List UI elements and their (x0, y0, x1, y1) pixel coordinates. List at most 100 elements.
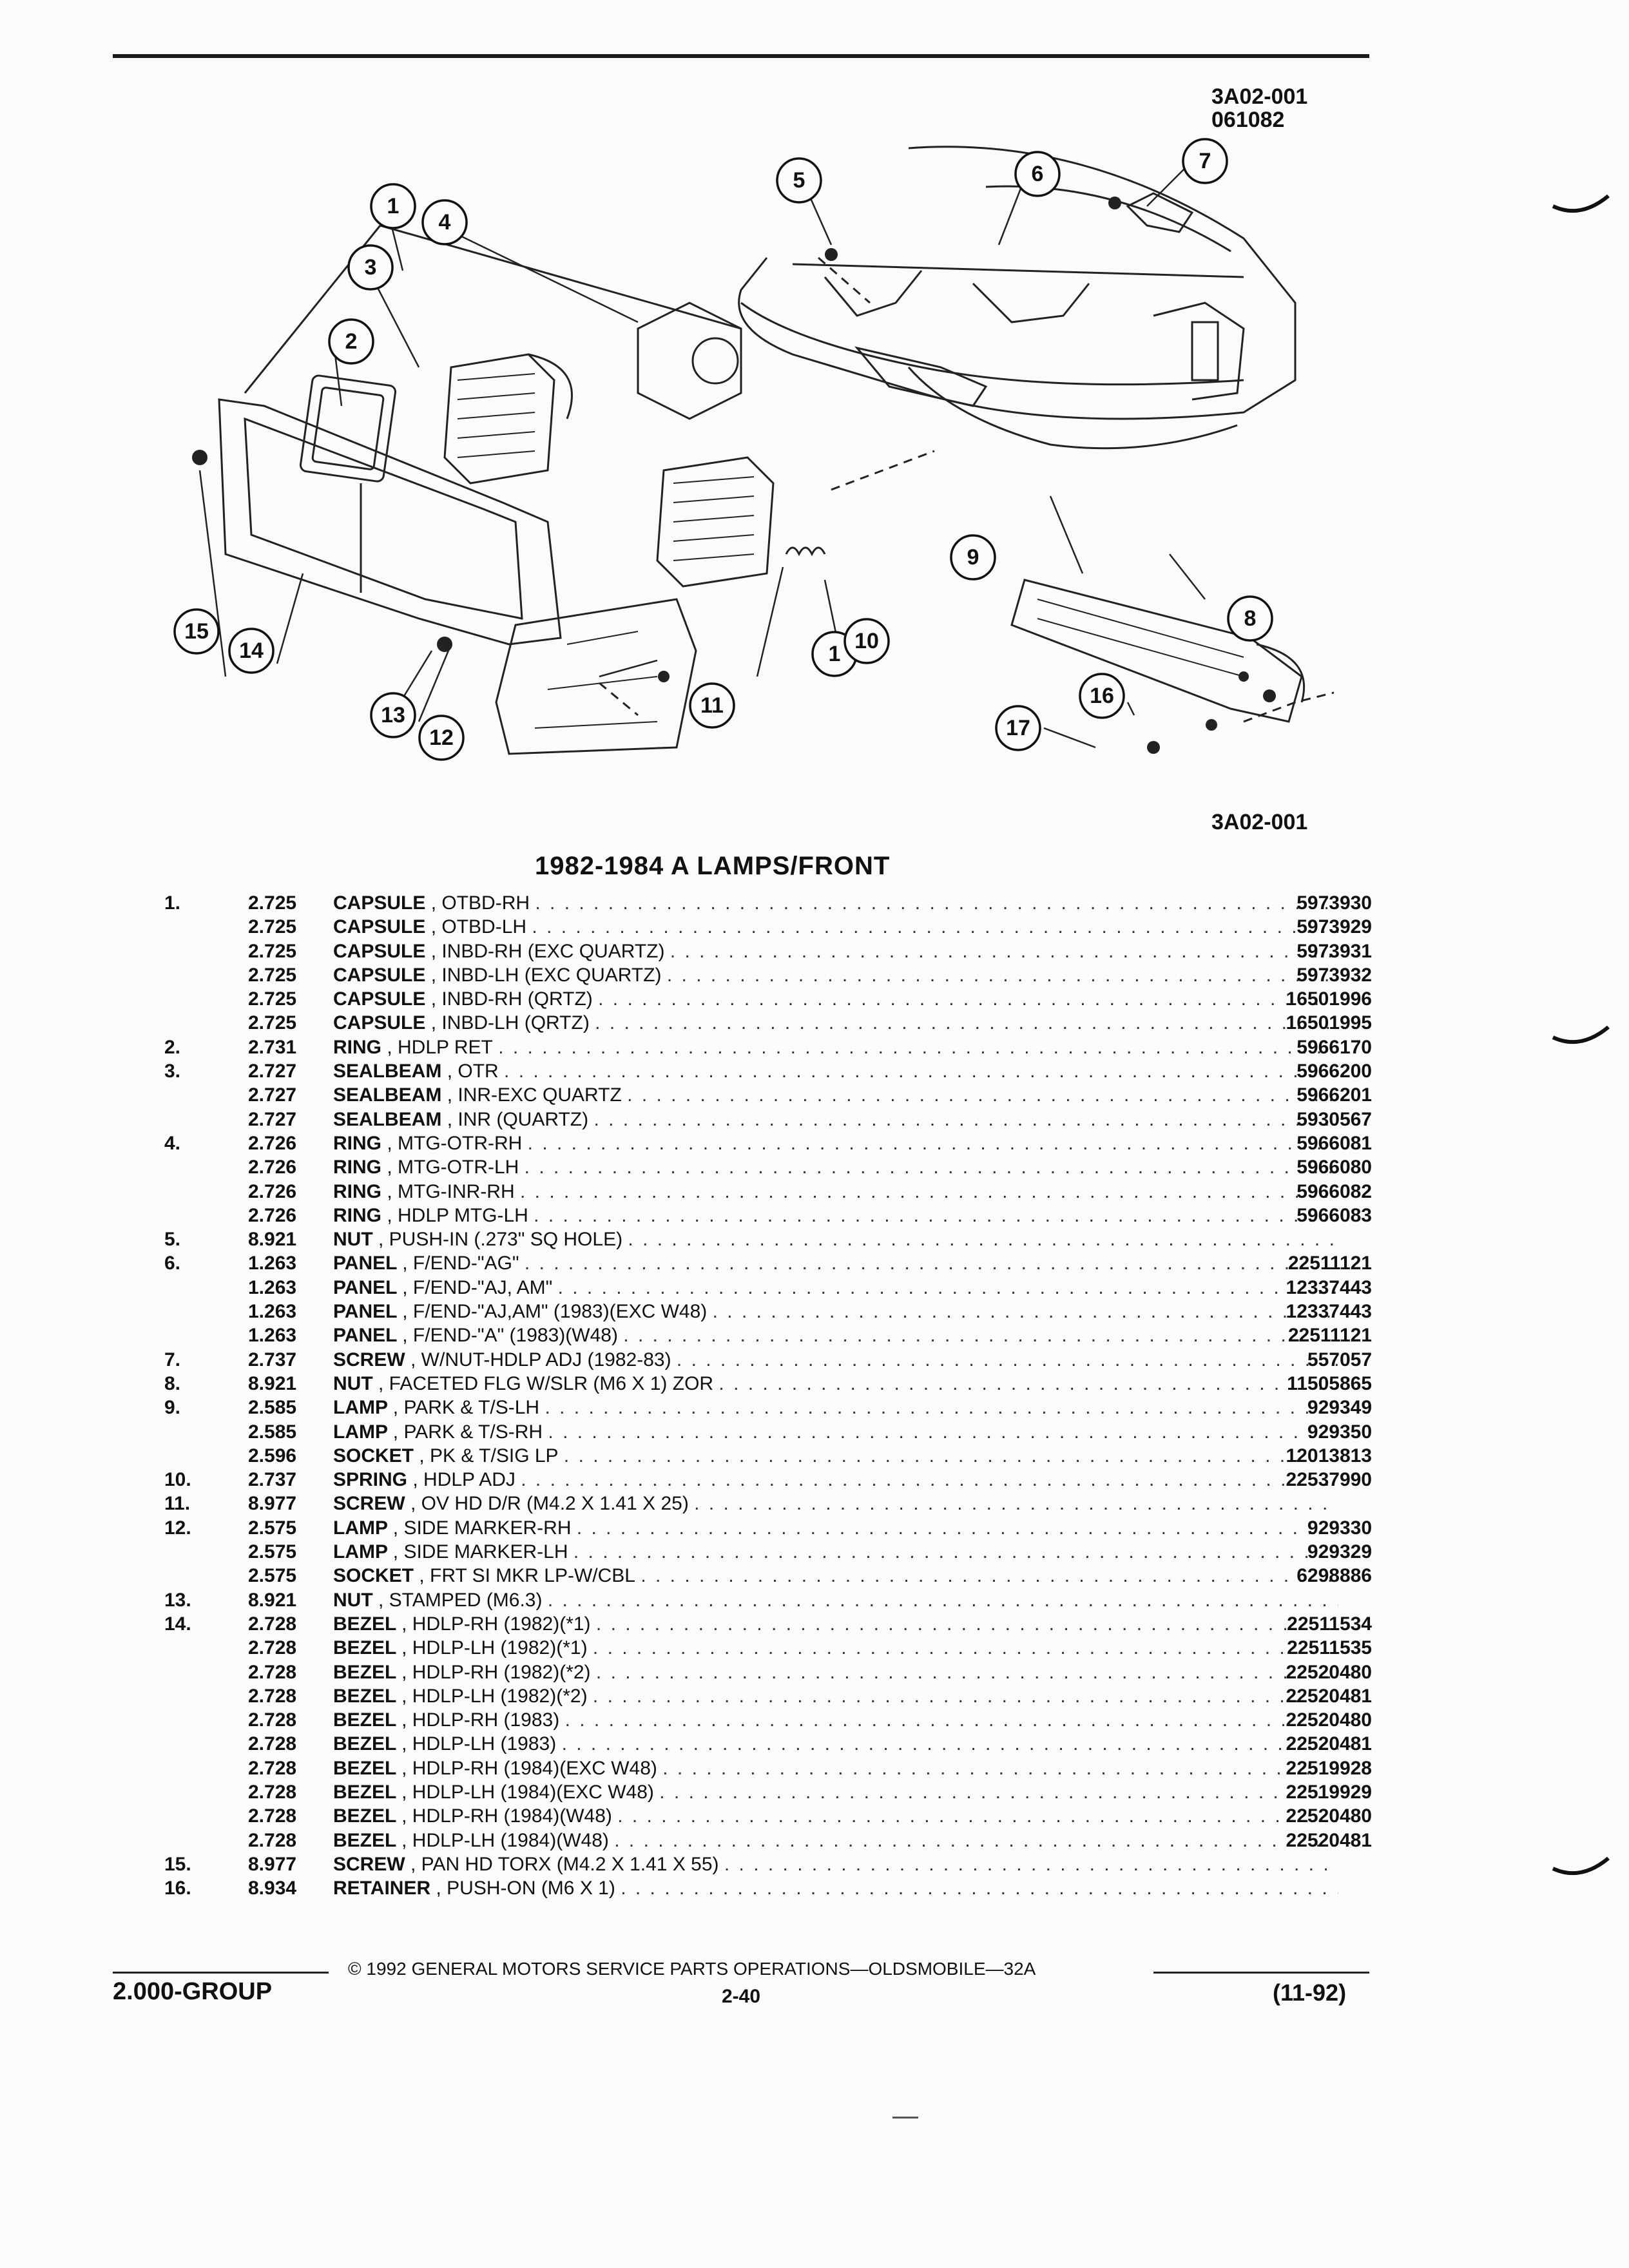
group-number: 2.726 (248, 1204, 297, 1226)
group-number: 2.596 (248, 1445, 297, 1466)
leader-dots: . . . . . . . . . . . . . . . . . . . . … (595, 1613, 1338, 1635)
part-description: PANEL , F/END-"AG" . . . . . . . . . . .… (333, 1253, 1338, 1274)
part-description: LAMP , PARK & T/S-RH . . . . . . . . . .… (333, 1421, 1338, 1443)
part-name: SOCKET (333, 1445, 414, 1466)
part-name: SPRING (333, 1469, 408, 1491)
part-description: CAPSULE , OTBD-RH . . . . . . . . . . . … (333, 892, 1338, 914)
group-number: 2.728 (248, 1637, 297, 1659)
leader-dots: . . . . . . . . . . . . . . . . . . . . … (617, 1805, 1338, 1827)
leader-dots: . . . . . . . . . . . . . . . . . . . . … (564, 1709, 1338, 1731)
callout-6: 6 (1032, 162, 1044, 186)
part-number: 5966080 (1296, 1157, 1372, 1178)
part-description: BEZEL , HDLP-LH (1982)(*2) . . . . . . .… (333, 1686, 1338, 1707)
item-number: 5. (164, 1229, 181, 1251)
part-description: RETAINER , PUSH-ON (M6 X 1) . . . . . . … (333, 1878, 1338, 1899)
group-number: 2.728 (248, 1661, 297, 1683)
part-spec: , HDLP-LH (1982)(*2) (401, 1685, 588, 1707)
parts-row: 2.725 CAPSULE , INBD-RH (EXC QUARTZ) . . … (164, 941, 1376, 965)
leader-dots: . . . . . . . . . . . . . . . . . . . . … (724, 1853, 1338, 1875)
part-description: CAPSULE , INBD-RH (EXC QUARTZ) . . . . .… (333, 941, 1338, 963)
part-description: LAMP , PARK & T/S-LH . . . . . . . . . .… (333, 1397, 1338, 1419)
leader-dots: . . . . . . . . . . . . . . . . . . . . … (670, 940, 1338, 962)
group-number: 1.263 (248, 1301, 297, 1323)
item-number: 2. (164, 1036, 181, 1058)
part-name: PANEL (333, 1325, 397, 1347)
part-description: NUT , PUSH-IN (.273" SQ HOLE) . . . . . … (333, 1229, 1338, 1251)
part-number: 929350 (1307, 1421, 1372, 1443)
part-spec: , HDLP-RH (1982)(*2) (401, 1661, 591, 1683)
leader-dots: . . . . . . . . . . . . . . . . . . . . … (676, 1349, 1338, 1370)
part-description: BEZEL , HDLP-RH (1984)(W48) . . . . . . … (333, 1805, 1338, 1827)
leader-dots: . . . . . . . . . . . . . . . . . . . . … (519, 1180, 1338, 1202)
part-spec: , W/NUT-HDLP ADJ (1982-83) (410, 1349, 671, 1370)
part-spec: , OTBD-RH (430, 892, 530, 914)
part-name: CAPSULE (333, 988, 426, 1010)
group-number: 2.726 (248, 1157, 297, 1178)
part-number: 22520481 (1286, 1685, 1372, 1707)
parts-row: 2.585 LAMP , PARK & T/S-RH . . . . . . . … (164, 1421, 1376, 1445)
part-description: CAPSULE , INBD-LH (EXC QUARTZ) . . . . .… (333, 965, 1338, 986)
callout-8: 8 (1244, 606, 1257, 631)
figure-id-block: 3A02-001 061082 (1211, 85, 1307, 131)
part-name: SEALBEAM (333, 1084, 442, 1106)
item-number: 3. (164, 1061, 181, 1082)
part-description: SOCKET , FRT SI MKR LP-W/CBL . . . . . .… (333, 1565, 1338, 1587)
leader-dots: . . . . . . . . . . . . . . . . . . . . … (595, 1661, 1338, 1683)
callout-9: 9 (967, 545, 979, 570)
part-number: 929349 (1307, 1397, 1372, 1419)
group-number: 2.726 (248, 1132, 297, 1154)
callout-10: 10 (854, 629, 879, 653)
leader-dots: . . . . . . . . . . . . . . . . . . . . … (641, 1565, 1338, 1587)
part-spec: , PAN HD TORX (M4.2 X 1.41 X 55) (410, 1853, 719, 1875)
copyright-line: © 1992 GENERAL MOTORS SERVICE PARTS OPER… (348, 1959, 1036, 1979)
callout-7: 7 (1199, 149, 1211, 173)
part-spec: , OTR (447, 1061, 499, 1082)
part-number: 22520480 (1286, 1709, 1372, 1731)
binding-mark (1552, 1856, 1610, 1876)
group-number: 2.728 (248, 1613, 297, 1635)
leader-dots: . . . . . . . . . . . . . . . . . . . . … (521, 1469, 1338, 1491)
callout-1: 1 (387, 194, 400, 218)
callout-14: 14 (239, 639, 264, 663)
figure-code-top: 3A02-001 (1211, 84, 1308, 109)
group-number: 2.575 (248, 1541, 297, 1563)
part-spec: , INR-EXC QUARTZ (447, 1084, 622, 1106)
leader-dots: . . . . . . . . . . . . . . . . . . . . … (524, 1253, 1338, 1274)
leader-dots: . . . . . . . . . . . . . . . . . . . . … (628, 1229, 1338, 1251)
part-spec: , F/END-"A" (1983)(W48) (402, 1325, 618, 1347)
part-name: CAPSULE (333, 916, 426, 938)
leader-dots: . . . . . . . . . . . . . . . . . . . . … (659, 1781, 1338, 1803)
part-description: CAPSULE , OTBD-LH . . . . . . . . . . . … (333, 916, 1338, 938)
callout-17: 17 (1006, 716, 1030, 740)
leader-dots: . . . . . . . . . . . . . . . . . . . . … (694, 1493, 1338, 1515)
part-description: BEZEL , HDLP-LH (1984)(EXC W48) . . . . … (333, 1782, 1338, 1803)
group-number: 2.726 (248, 1180, 297, 1202)
part-name: RING (333, 1036, 381, 1058)
part-spec: , FACETED FLG W/SLR (M6 X 1) ZOR (378, 1372, 714, 1394)
group-number: 2.725 (248, 940, 297, 962)
callout-3: 3 (365, 255, 377, 280)
part-number: 557057 (1307, 1349, 1372, 1370)
part-number: 5966081 (1296, 1132, 1372, 1154)
group-number: 2.585 (248, 1421, 297, 1443)
group-number: 2.727 (248, 1061, 297, 1082)
leader-dots: . . . . . . . . . . . . . . . . . . . . … (532, 916, 1338, 938)
part-spec: , MTG-INR-RH (387, 1180, 515, 1202)
top-rule (113, 54, 1369, 58)
item-number: 9. (164, 1397, 181, 1419)
group-number: 8.921 (248, 1372, 297, 1394)
part-spec: , PUSH-IN (.273" SQ HOLE) (378, 1229, 623, 1251)
part-spec: , MTG-OTR-RH (387, 1132, 523, 1154)
part-name: BEZEL (333, 1757, 396, 1779)
callout-11: 11 (700, 693, 724, 718)
